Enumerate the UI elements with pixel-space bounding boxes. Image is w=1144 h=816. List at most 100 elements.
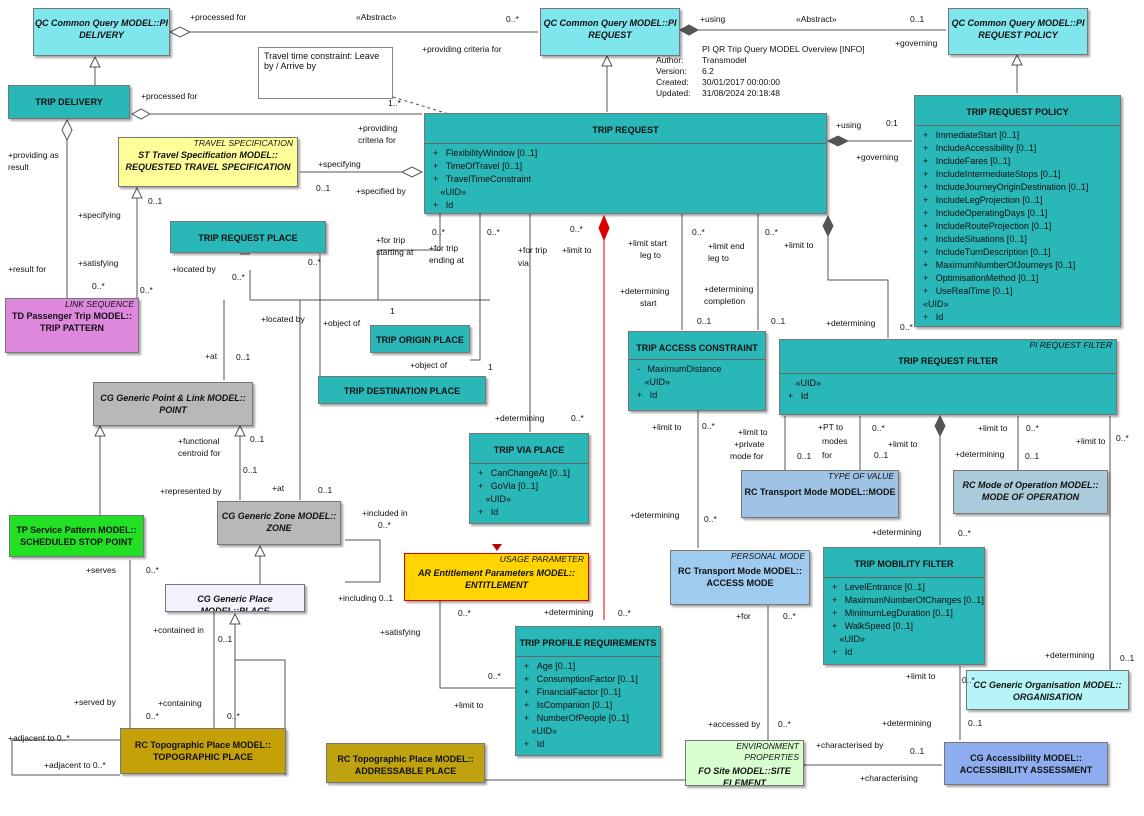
class-transport-mode[interactable]: TYPE OF VALUE RC Transport Mode MODEL::M… <box>741 470 899 518</box>
role-label: +specified by <box>356 186 406 196</box>
class-stereotype: TRAVEL SPECIFICATION <box>193 138 293 148</box>
attribute: Age [0..1] <box>536 661 576 671</box>
class-title: TRIP DELIVERY <box>35 97 103 107</box>
multiplicity-label: 0..* <box>900 322 913 332</box>
role-label: +for <box>736 611 751 621</box>
role-label: +using <box>700 14 726 24</box>
class-title: RC Topographic Place MODEL:: ADDRESSABLE… <box>337 754 474 776</box>
role-label: +determining <box>495 413 545 423</box>
class-trip-access-constraint[interactable]: TRIP ACCESS CONSTRAINT - MaximumDistance… <box>628 331 766 411</box>
class-trip-request-policy[interactable]: TRIP REQUEST POLICY + ImmediateStart [0.… <box>914 95 1121 327</box>
attribute: IncludeAccessibility [0..1] <box>935 143 1037 153</box>
attribute: FlexibilityWindow [0..1] <box>445 148 538 158</box>
class-accessibility-assessment[interactable]: CG Accessibility MODEL:: ACCESSIBILITY A… <box>944 742 1108 785</box>
uid-stereotype: «UID» <box>839 634 866 644</box>
class-point[interactable]: CG Generic Point & Link MODEL:: POINT <box>93 382 253 426</box>
multiplicity-label: 0..1 <box>236 352 251 362</box>
attribute: IncludeJourneyOriginDestination [0..1] <box>935 182 1089 192</box>
class-trip-delivery[interactable]: TRIP DELIVERY <box>8 85 130 119</box>
class-access-mode[interactable]: PERSONAL MODE RC Transport Mode MODEL:: … <box>670 550 810 605</box>
class-place[interactable]: CG Generic Place MODEL::PLACE <box>165 584 305 612</box>
role-label: modes <box>822 436 848 446</box>
role-label: leg to <box>708 253 729 263</box>
multiplicity-label: 0..* <box>506 14 519 24</box>
role-label: +functional <box>178 436 220 446</box>
class-trip-request-place[interactable]: TRIP REQUEST PLACE <box>170 221 326 253</box>
class-pi-delivery[interactable]: QC Common Query MODEL::PI DELIVERY <box>33 8 170 56</box>
role-label: +limit to <box>652 422 682 432</box>
multiplicity-label: 0..* <box>227 711 240 721</box>
role-label: +providing as <box>8 150 59 160</box>
class-title: AR Entitlement Parameters MODEL:: ENTITL… <box>417 568 576 590</box>
class-title: CG Generic Point & Link MODEL:: POINT <box>100 393 246 415</box>
multiplicity-label: 0..* <box>692 227 705 237</box>
class-mode-of-operation[interactable]: RC Mode of Operation MODEL:: MODE OF OPE… <box>953 470 1108 514</box>
class-zone[interactable]: CG Generic Zone MODEL:: ZONE <box>217 501 341 545</box>
class-scheduled-stop-point[interactable]: TP Service Pattern MODEL:: SCHEDULED STO… <box>9 515 144 557</box>
trip-request-attributes: + FlexibilityWindow [0..1] + TimeOfTrave… <box>425 143 826 213</box>
class-stereotype: PERSONAL MODE <box>730 551 805 561</box>
multiplicity-label: 1..* <box>388 98 401 108</box>
class-title: CC Generic Organisation MODEL:: ORGANISA… <box>973 680 1122 702</box>
multiplicity-label: 0..1 <box>1025 451 1040 461</box>
attribute: MinimumLegDuration [0..1] <box>844 608 953 618</box>
multiplicity-label: 0..* <box>618 608 631 618</box>
class-trip-destination-place[interactable]: TRIP DESTINATION PLACE <box>318 376 486 404</box>
class-pi-request-policy[interactable]: QC Common Query MODEL::PI REQUEST POLICY <box>948 8 1088 55</box>
class-entitlement[interactable]: USAGE PARAMETER AR Entitlement Parameter… <box>404 553 589 601</box>
class-trip-mobility-filter[interactable]: TRIP MOBILITY FILTER + LevelEntrance [0.… <box>823 547 985 665</box>
attribute: IncludeOperatingDays [0..1] <box>935 208 1048 218</box>
note-travel-time: Travel time constraint: Leave by / Arriv… <box>258 47 393 99</box>
multiplicity-label: 0..* <box>765 227 778 237</box>
class-travel-specification[interactable]: TRAVEL SPECIFICATION ST Travel Specifica… <box>118 137 298 187</box>
role-label: +at <box>205 351 218 361</box>
class-trip-pattern[interactable]: LINK SEQUENCE TD Passenger Trip MODEL:: … <box>5 298 139 353</box>
class-stereotype: ENVIRONMENT PROPERTIES <box>736 741 799 762</box>
class-trip-request[interactable]: TRIP REQUEST + FlexibilityWindow [0..1] … <box>424 113 827 214</box>
role-label: +processed for <box>190 12 247 22</box>
class-trip-origin-place[interactable]: TRIP ORIGIN PLACE <box>370 325 470 353</box>
policy-attribute-row: + MaximumNumberOfJourneys [0..1] <box>923 260 1076 270</box>
class-trip-request-filter[interactable]: PI REQUEST FILTER TRIP REQUEST FILTER «U… <box>779 339 1117 415</box>
class-pi-request[interactable]: QC Common Query MODEL::PI REQUEST <box>540 8 680 56</box>
class-trip-profile-requirements[interactable]: TRIP PROFILE REQUIREMENTS + Age [0..1] +… <box>515 626 661 756</box>
class-title: CG Generic Place MODEL::PLACE <box>197 594 273 612</box>
class-topographic-place[interactable]: RC Topographic Place MODEL:: TOPOGRAPHIC… <box>120 728 286 774</box>
policy-attribute-row: + IncludeJourneyOriginDestination [0..1] <box>923 182 1089 192</box>
class-stereotype: LINK SEQUENCE <box>65 299 134 309</box>
attribute: ImmediateStart [0..1] <box>935 130 1020 140</box>
role-label: +represented by <box>160 486 222 496</box>
role-label: +limit to <box>784 240 814 250</box>
policy-attribute-row: + IncludeSituations [0..1] <box>923 234 1027 244</box>
attribute: TimeOfTravel [0..1] <box>445 161 523 171</box>
class-title: RC Transport Mode MODEL::MODE <box>744 487 896 497</box>
class-organisation[interactable]: CC Generic Organisation MODEL:: ORGANISA… <box>966 670 1129 710</box>
class-title: TRIP REQUEST POLICY <box>966 107 1069 117</box>
multiplicity-label: 0..* <box>958 528 971 538</box>
role-label: ending at <box>429 255 464 265</box>
class-addressable-place[interactable]: RC Topographic Place MODEL:: ADDRESSABLE… <box>326 743 485 783</box>
created-value: 30/01/2017 00:00:00 <box>702 77 780 87</box>
author-label: Author: <box>656 55 684 65</box>
attribute-id: + Id <box>923 312 944 322</box>
class-title: TRIP MOBILITY FILTER <box>854 559 954 569</box>
multiplicity-label: 0..1 <box>771 316 786 326</box>
attribute: LevelEntrance [0..1] <box>844 582 925 592</box>
role-label: start <box>640 298 657 308</box>
multiplicity-label: 0..* <box>962 675 975 685</box>
class-site-element[interactable]: ENVIRONMENT PROPERTIES FO Site MODEL::SI… <box>685 740 804 786</box>
multiplicity-label: 0..1 <box>910 14 925 24</box>
role-label: +specifying <box>318 159 361 169</box>
attribute: UseRealTime [0..1] <box>935 286 1013 296</box>
multiplicity-label: 0..1 <box>148 196 163 206</box>
role-label: +object of <box>323 318 361 328</box>
warning-marker-icon <box>492 544 502 551</box>
multiplicity-label: 0..1 <box>910 746 925 756</box>
role-label: +limit to <box>906 671 936 681</box>
class-trip-via-place[interactable]: TRIP VIA PLACE + CanChangeAt [0..1] + Go… <box>469 433 589 524</box>
class-title: TP Service Pattern MODEL:: SCHEDULED STO… <box>16 525 137 547</box>
uid-stereotype: «UID» <box>795 378 822 388</box>
class-title: TRIP VIA PLACE <box>493 445 565 455</box>
attribute-id: Id <box>490 507 499 517</box>
